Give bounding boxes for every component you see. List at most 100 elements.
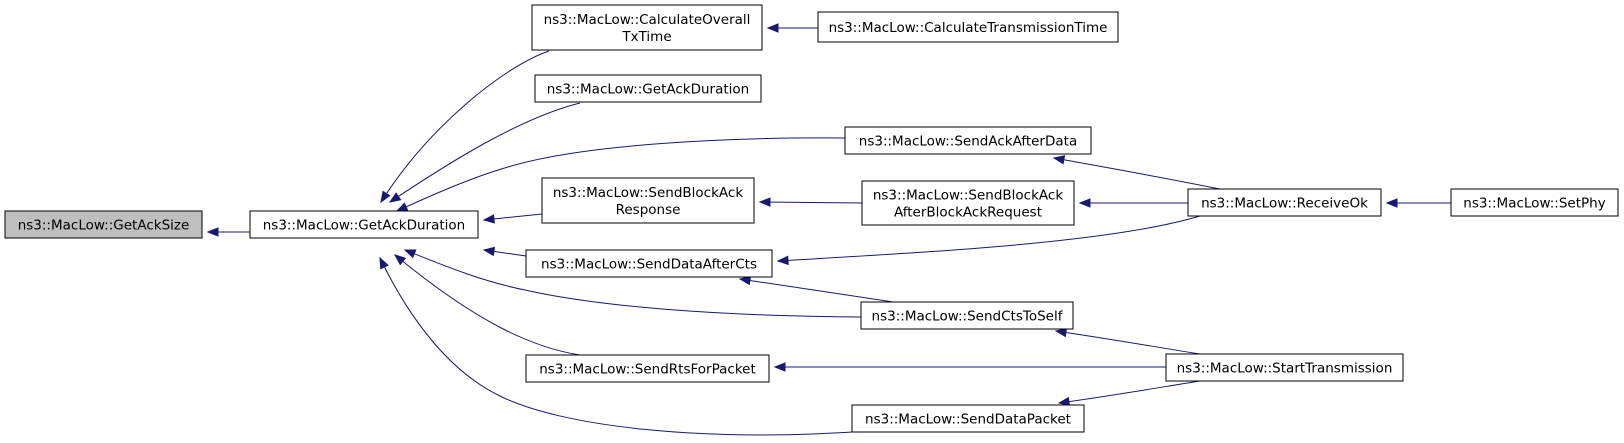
arrow-head [1052, 155, 1066, 165]
node-senddataaftercts[interactable]: ns3::MacLow::SendDataAfterCts [525, 249, 773, 278]
edge-calculatetransmissiontime-to-calculateoveralltxtime [766, 23, 818, 33]
edge-sendctstoself-to-getackduration_main [403, 249, 862, 318]
arrow-head [482, 246, 496, 257]
node-starttransmission[interactable]: ns3::MacLow::StartTransmission [1165, 353, 1404, 382]
edge-sendrtsforpacket-to-getackduration_main [393, 254, 581, 356]
node-getacksize[interactable]: ns3::MacLow::GetAckSize [4, 210, 203, 239]
node-senddatapacket[interactable]: ns3::MacLow::SendDataPacket [851, 404, 1085, 433]
node-box [844, 126, 1092, 155]
node-box [861, 180, 1075, 226]
node-label: ns3::MacLow::SendBlockAck [873, 188, 1063, 204]
edge-getackduration_main-to-getacksize [206, 227, 250, 237]
edge-getackduration_2-to-getackduration_main [388, 102, 581, 203]
edge-line [739, 278, 894, 303]
edge-receiveok-to-sendblockackafterbar [1078, 198, 1188, 208]
node-getackduration_2[interactable]: ns3::MacLow::GetAckDuration [534, 74, 762, 103]
node-label: ns3::MacLow::GetAckDuration [263, 218, 466, 234]
node-getackduration_main[interactable]: ns3::MacLow::GetAckDuration [249, 210, 479, 239]
node-label: ns3::MacLow::SetPhy [1463, 196, 1605, 212]
arrow-head [379, 256, 389, 270]
edge-line [394, 254, 581, 356]
nodes-layer: ns3::MacLow::GetAckSize ns3::MacLow::GetA… [4, 4, 1619, 433]
node-label: AfterBlockAckRequest [894, 205, 1042, 221]
node-receiveok[interactable]: ns3::MacLow::ReceiveOk [1187, 188, 1382, 217]
arrow-head [766, 23, 779, 33]
edge-senddataaftercts-to-getackduration_main [482, 246, 527, 257]
node-sendrtsforpacket[interactable]: ns3::MacLow::SendRtsForPacket [525, 354, 770, 383]
edge-line [396, 137, 846, 212]
node-calculatetransmissiontime[interactable]: ns3::MacLow::CalculateTransmissionTime [817, 11, 1119, 43]
edge-sendblockackresponse-to-getackduration_main [482, 213, 543, 224]
node-box [4, 210, 203, 239]
edges-layer [206, 23, 1451, 436]
node-label: ns3::MacLow::GetAckSize [18, 218, 190, 234]
arrow-head [1054, 327, 1068, 338]
node-label: ns3::MacLow::SendBlockAck [553, 185, 743, 201]
arrow-head [395, 202, 409, 212]
edge-senddatapacket-to-getackduration_main [379, 256, 869, 436]
node-label: TxTime [621, 29, 671, 45]
node-label: ns3::MacLow::SendRtsForPacket [539, 362, 756, 378]
arrow-head [482, 214, 495, 224]
edge-calculateoveralltxtime-to-getackduration_main [380, 50, 550, 204]
edge-line [380, 50, 550, 203]
node-box [249, 210, 479, 239]
edge-line [404, 249, 862, 318]
arrow-head [773, 362, 786, 372]
node-setphy[interactable]: ns3::MacLow::SetPhy [1450, 188, 1619, 217]
node-box [1165, 353, 1404, 382]
node-label: ns3::MacLow::SendCtsToSelf [872, 309, 1064, 325]
arrow-head [380, 190, 391, 204]
node-label: Response [616, 202, 681, 218]
edge-line [777, 215, 1201, 262]
arrow-head [1385, 198, 1398, 208]
edge-starttransmission-to-sendrtsforpacket [773, 362, 1166, 372]
node-label: ns3::MacLow::CalculateOverall [544, 12, 751, 28]
node-box [817, 11, 1119, 43]
node-label: ns3::MacLow::StartTransmission [1177, 361, 1393, 377]
edge-line [389, 102, 581, 203]
node-box [860, 301, 1074, 330]
edge-line [1055, 330, 1201, 355]
node-box [541, 177, 755, 224]
edge-starttransmission-to-sendctstoself [1054, 327, 1201, 355]
edge-sendctstoself-to-senddataaftercts [738, 275, 894, 303]
edge-starttransmission-to-senddatapacket [1057, 380, 1201, 407]
edge-line [1053, 157, 1221, 190]
node-sendctstoself[interactable]: ns3::MacLow::SendCtsToSelf [860, 301, 1074, 330]
arrow-head [738, 275, 752, 286]
node-label: ns3::MacLow::SendDataPacket [865, 412, 1071, 428]
arrow-head [393, 254, 407, 266]
node-label: ns3::MacLow::SendDataAfterCts [541, 257, 757, 273]
node-box [1450, 188, 1619, 217]
node-box [525, 249, 773, 278]
node-label: ns3::MacLow::ReceiveOk [1201, 196, 1368, 212]
edge-receiveok-to-sendackafterdata [1052, 155, 1221, 190]
node-sendblockackafterbar[interactable]: ns3::MacLow::SendBlockAckAfterBlockAckRe… [861, 180, 1075, 226]
edge-line [1058, 380, 1201, 404]
node-box [1187, 188, 1382, 217]
edge-sendblockackafterbar-to-sendblockackresponse [758, 197, 863, 207]
edge-receiveok-to-senddataaftercts [776, 215, 1201, 266]
arrow-head [206, 227, 219, 237]
arrow-head [388, 192, 402, 203]
arrow-head [1078, 198, 1091, 208]
arrow-head [776, 255, 789, 266]
node-box [531, 4, 763, 51]
node-box [851, 404, 1085, 433]
node-label: ns3::MacLow::SendAckAfterData [859, 134, 1077, 150]
node-label: ns3::MacLow::CalculateTransmissionTime [829, 20, 1108, 36]
edge-line [379, 257, 869, 436]
arrow-head [758, 197, 771, 207]
node-box [534, 74, 762, 103]
edge-line [759, 201, 863, 204]
arrow-head [403, 249, 417, 259]
edge-setphy-to-receiveok [1385, 198, 1451, 208]
node-box [525, 354, 770, 383]
node-sendackafterdata[interactable]: ns3::MacLow::SendAckAfterData [844, 126, 1092, 155]
arrow-head [1057, 396, 1071, 407]
node-label: ns3::MacLow::GetAckDuration [547, 82, 750, 98]
